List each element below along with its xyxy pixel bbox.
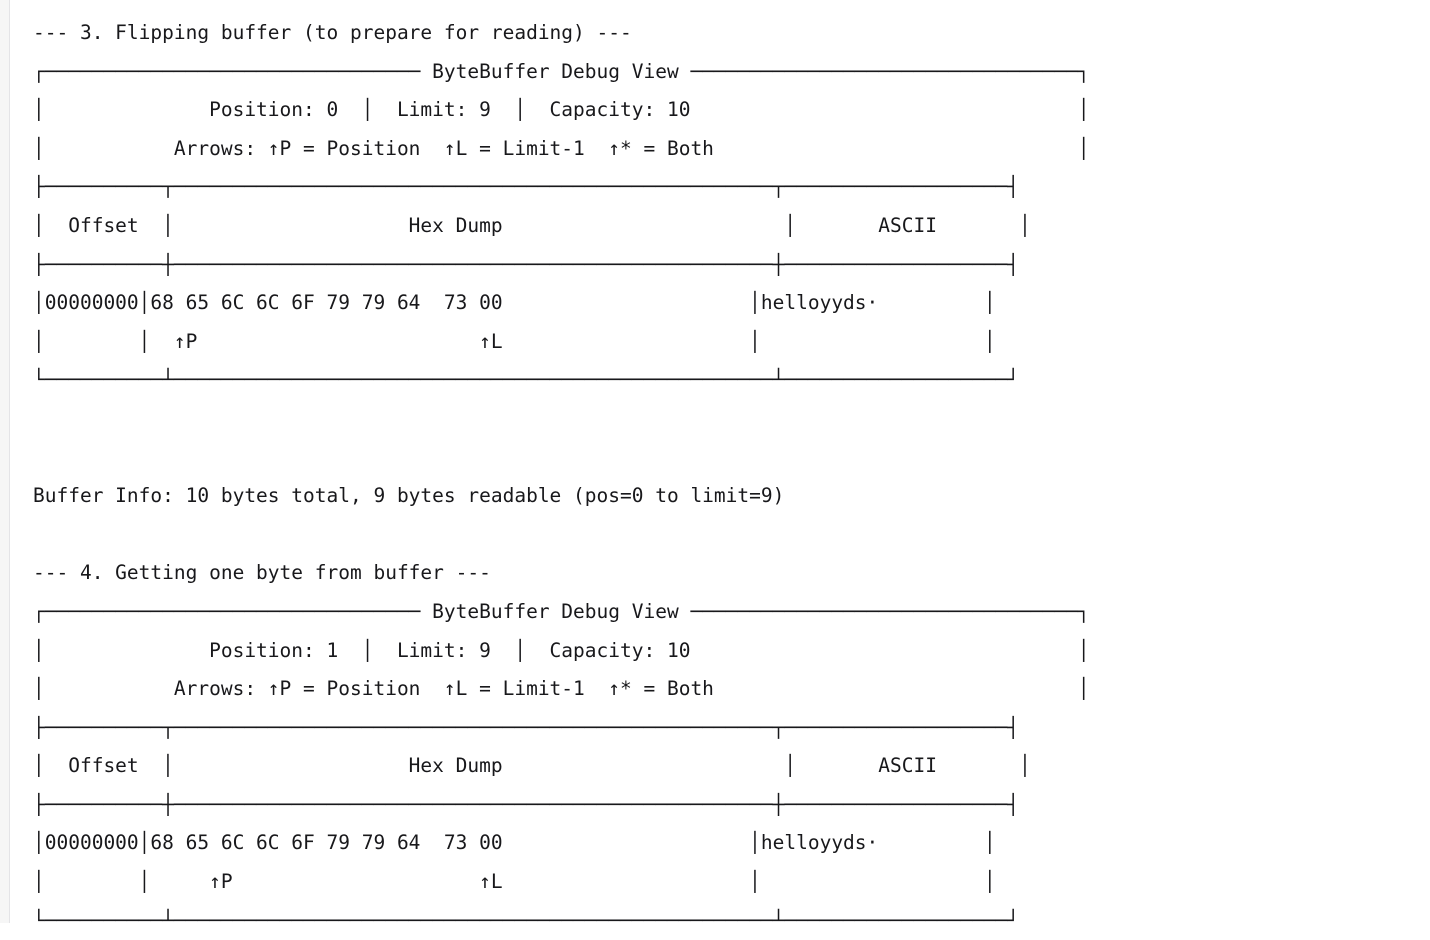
buffer-stats-row: │ Position: 1 │ Limit: 9 │ Capacity: 10 …: [33, 632, 1430, 671]
left-gutter: [0, 0, 10, 923]
debug-view-title-border: ┌──────────────────────────────── ByteBu…: [33, 593, 1430, 632]
spacer-line: [33, 400, 1430, 439]
hexdump-table-top-border: ├──────────┬────────────────────────────…: [33, 168, 1430, 207]
arrows-legend-row: │ Arrows: ↑P = Position ↑L = Limit-1 ↑* …: [33, 130, 1430, 169]
hexdump-table-header: │ Offset │ Hex Dump │ ASCII │: [33, 747, 1430, 786]
section-heading: --- 3. Flipping buffer (to prepare for r…: [33, 14, 1430, 53]
hexdump-data-row: │00000000│68 65 6C 6C 6F 79 79 64 73 00 …: [33, 284, 1430, 323]
section-getting-one-byte: --- 4. Getting one byte from buffer --- …: [33, 554, 1430, 940]
section-heading: --- 4. Getting one byte from buffer ---: [33, 554, 1430, 593]
hexdump-table-bottom-border: └──────────┴────────────────────────────…: [33, 902, 1430, 940]
hexdump-table-header: │ Offset │ Hex Dump │ ASCII │: [33, 207, 1430, 246]
hexdump-data-row: │00000000│68 65 6C 6C 6F 79 79 64 73 00 …: [33, 824, 1430, 863]
hexdump-table-mid-border: ├──────────┼────────────────────────────…: [33, 786, 1430, 825]
buffer-info-line: Buffer Info: 10 bytes total, 9 bytes rea…: [33, 477, 1430, 516]
terminal-output: --- 3. Flipping buffer (to prepare for r…: [11, 0, 1430, 923]
spacer-line: [33, 516, 1430, 555]
spacer-line: [33, 439, 1430, 478]
debug-view-title-border: ┌──────────────────────────────── ByteBu…: [33, 53, 1430, 92]
arrows-legend-row: │ Arrows: ↑P = Position ↑L = Limit-1 ↑* …: [33, 670, 1430, 709]
hexdump-arrow-row: │ │ ↑P ↑L │ │: [33, 863, 1430, 902]
buffer-stats-row: │ Position: 0 │ Limit: 9 │ Capacity: 10 …: [33, 91, 1430, 130]
section-flipping-buffer: --- 3. Flipping buffer (to prepare for r…: [33, 14, 1430, 400]
hexdump-table-mid-border: ├──────────┼────────────────────────────…: [33, 246, 1430, 285]
hexdump-arrow-row: │ │ ↑P ↑L │ │: [33, 323, 1430, 362]
hexdump-table-top-border: ├──────────┬────────────────────────────…: [33, 709, 1430, 748]
hexdump-table-bottom-border: └──────────┴────────────────────────────…: [33, 361, 1430, 400]
